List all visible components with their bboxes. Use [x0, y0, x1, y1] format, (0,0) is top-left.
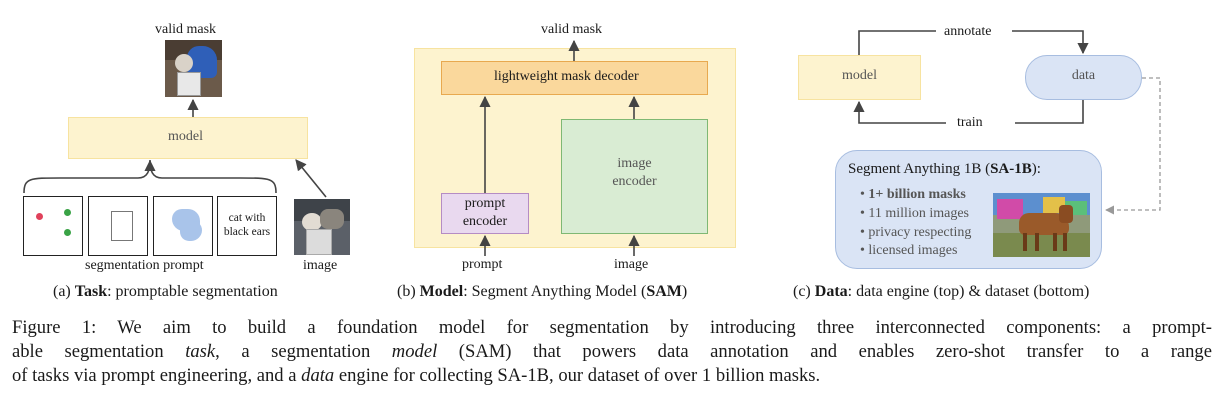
caption-model-word: model — [391, 341, 438, 362]
subcaption-a-bold: Task — [74, 283, 108, 300]
task-image-label: image — [303, 258, 338, 273]
text-prompt-line2: black ears — [223, 226, 271, 238]
train-label: train — [957, 115, 983, 130]
valid-mask-image — [165, 40, 222, 97]
engine-data-label: data — [1071, 68, 1096, 83]
mask-decoder-box — [441, 61, 708, 95]
dataset-bullet-4-text: licensed images — [868, 243, 958, 258]
caption-line-2-b: , a segmentation — [215, 341, 392, 362]
dataset-bullet-3-text: privacy respecting — [868, 225, 972, 240]
caption-line-2-c: (SAM) that powers data annotation and en… — [437, 341, 1212, 362]
prompt-encoder-box — [441, 193, 529, 234]
task-model-label: model — [168, 129, 203, 144]
subcaption-c: (c) Data: data engine (top) & dataset (b… — [793, 283, 1089, 301]
subcaption-b-prefix: (b) — [397, 283, 420, 300]
prompt-encoder-label-1: prompt — [464, 196, 506, 211]
dataset-bullet-3: • privacy respecting — [860, 225, 972, 240]
subcaption-b-bold: Model — [419, 283, 464, 300]
dataset-bullet-2-text: 11 million images — [868, 206, 969, 221]
caption-task-word: task — [185, 341, 216, 362]
task-valid-mask-label: valid mask — [155, 22, 217, 37]
caption-line-2: able segmentation task, a segmentation m… — [12, 340, 1212, 364]
dataset-sample-image — [993, 193, 1090, 257]
caption-line-3: of tasks via prompt engineering, and a d… — [12, 364, 1212, 388]
caption-line-3-b: engine for collecting SA-1B, our dataset… — [334, 365, 821, 386]
dataset-title-bold: SA-1B — [990, 161, 1032, 177]
engine-data-box — [1025, 55, 1142, 100]
subcaption-a-prefix: (a) — [53, 283, 75, 300]
subcaption-a: (a) Task: promptable segmentation — [53, 283, 278, 301]
caption-line-1: Figure 1: We aim to build a foundation m… — [12, 316, 1212, 340]
dataset-bullet-2: • 11 million images — [860, 206, 969, 221]
diagram-connectors — [23, 30, 1161, 256]
model-image-label: image — [614, 257, 649, 272]
subcaption-b-bold2: SAM — [646, 283, 682, 300]
task-input-image — [294, 199, 350, 255]
subcaption-b-mid: : Segment Anything Model ( — [463, 283, 647, 300]
dataset-bullet-4: • licensed images — [860, 243, 958, 258]
mask-decoder-label: lightweight mask decoder — [494, 69, 639, 84]
subcaption-c-prefix: (c) — [793, 283, 815, 300]
subcaption-c-rest: : data engine (top) & dataset (bottom) — [847, 283, 1090, 300]
figure-caption: Figure 1: We aim to build a foundation m… — [12, 316, 1212, 388]
engine-model-box — [798, 55, 921, 100]
caption-line-2-a: able segmentation — [12, 341, 186, 362]
figure-diagram: valid mask model cat with black ears seg… — [23, 22, 1161, 273]
annotate-label: annotate — [944, 24, 992, 39]
subcaption-c-bold: Data — [814, 283, 848, 300]
model-valid-mask-label: valid mask — [541, 22, 603, 37]
subcaption-b: (b) Model: Segment Anything Model (SAM) — [397, 283, 687, 301]
points-prompt-box — [23, 196, 83, 256]
prompt-encoder-label-2: encoder — [462, 214, 508, 229]
task-model-box — [68, 117, 308, 159]
subcaption-b-end: ) — [681, 283, 688, 300]
dataset-bullet-1-text: 1+ billion masks — [868, 187, 966, 202]
text-prompt-line1: cat with — [228, 212, 266, 224]
dataset-title: Segment Anything 1B (SA-1B): — [848, 161, 1041, 178]
caption-line-3-a: of tasks via prompt engineering, and a — [12, 365, 302, 386]
segmentation-prompt-label: segmentation prompt — [85, 258, 204, 273]
text-prompt-box: cat with black ears — [217, 196, 277, 256]
engine-model-label: model — [842, 68, 877, 83]
dataset-title-end: ): — [1031, 161, 1041, 177]
dataset-bullet-1: • 1+ billion masks — [860, 187, 966, 202]
model-prompt-label: prompt — [462, 257, 503, 272]
dataset-title-prefix: Segment Anything 1B ( — [848, 161, 991, 177]
image-encoder-label-1: image — [617, 156, 652, 171]
caption-line-1-text: Figure 1: We aim to build a foundation m… — [12, 317, 1212, 338]
image-encoder-label-2: encoder — [612, 174, 657, 189]
mask-prompt-box — [153, 196, 213, 256]
image-encoder-box — [561, 119, 708, 234]
caption-data-word: data — [301, 365, 335, 386]
subcaption-a-rest: : promptable segmentation — [107, 283, 278, 300]
box-prompt-box — [88, 196, 148, 256]
